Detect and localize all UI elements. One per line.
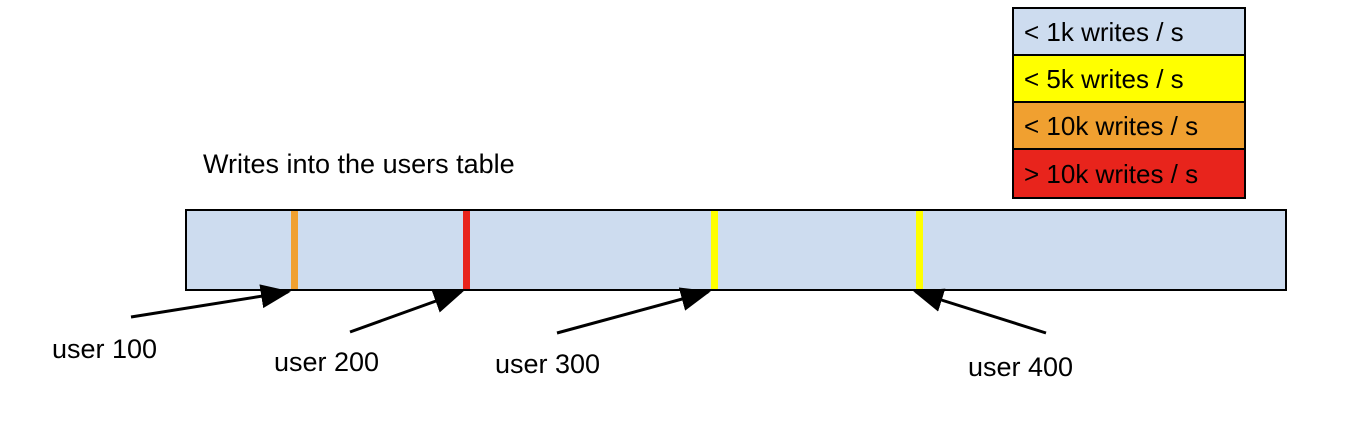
legend-item-label: < 5k writes / s bbox=[1024, 63, 1184, 94]
legend-item-under-10k: < 10k writes / s bbox=[1014, 103, 1244, 150]
legend-item-label: < 10k writes / s bbox=[1024, 110, 1199, 141]
legend-item-under-1k: < 1k writes / s bbox=[1014, 9, 1244, 56]
callout-label-user-400: user 400 bbox=[968, 352, 1074, 382]
arrow-user-300 bbox=[556, 287, 711, 335]
arrow-user-400 bbox=[913, 288, 1047, 335]
arrow-user-200 bbox=[349, 289, 464, 334]
chart-title: Writes into the users table bbox=[203, 149, 515, 179]
callout-label-user-300: user 300 bbox=[495, 349, 601, 379]
stripe-user-300 bbox=[711, 211, 718, 289]
stripe-user-100 bbox=[291, 211, 298, 289]
stripe-user-400 bbox=[916, 211, 923, 289]
legend-item-under-5k: < 5k writes / s bbox=[1014, 56, 1244, 103]
legend: < 1k writes / s < 5k writes / s < 10k wr… bbox=[1012, 7, 1246, 199]
legend-item-label: > 10k writes / s bbox=[1024, 158, 1199, 189]
arrow-user-100 bbox=[130, 284, 291, 319]
users-table-bar bbox=[185, 209, 1287, 291]
stripe-user-200 bbox=[463, 211, 470, 289]
legend-item-over-10k: > 10k writes / s bbox=[1014, 150, 1244, 197]
callout-label-user-200: user 200 bbox=[274, 347, 380, 377]
legend-item-label: < 1k writes / s bbox=[1024, 16, 1184, 47]
callout-label-user-100: user 100 bbox=[52, 334, 158, 364]
